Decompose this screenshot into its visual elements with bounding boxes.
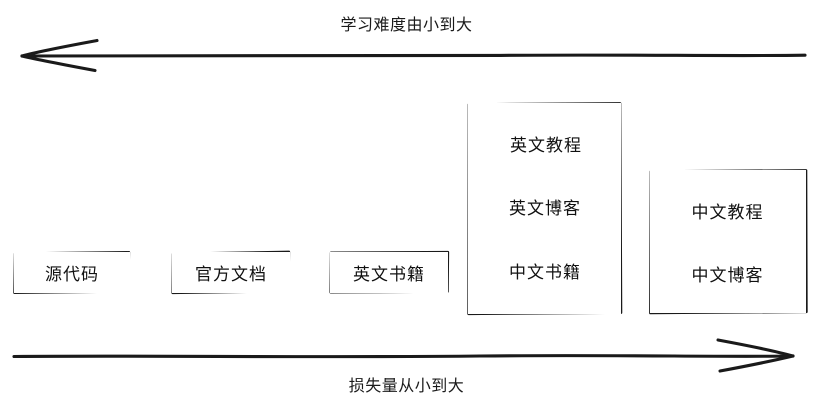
node-label: 英文博客	[509, 199, 581, 219]
node-label: 英文教程	[510, 136, 582, 156]
node-label: 官方文档	[195, 265, 267, 285]
node-label: 中文书籍	[509, 263, 581, 283]
node-english-books[interactable]: 英文书籍	[330, 252, 448, 293]
top-axis-label: 学习难度由小到大	[340, 15, 473, 34]
bottom-axis-arrow	[12, 338, 795, 373]
node-english-blog[interactable]: 英文博客	[490, 187, 600, 226]
node-chinese-books[interactable]: 中文书籍	[490, 251, 600, 290]
top-axis-arrow	[20, 38, 807, 73]
node-chinese-tutorial[interactable]: 中文教程	[672, 190, 783, 230]
group-english-tutorial[interactable]: 英文教程 英文博客 中文书籍	[468, 103, 621, 314]
node-label: 源代码	[45, 265, 99, 285]
node-label: 中文博客	[691, 265, 764, 286]
node-label: 英文书籍	[353, 265, 425, 285]
group-chinese-tutorial[interactable]: 中文教程 中文博客	[650, 170, 806, 313]
node-label: 中文教程	[691, 202, 764, 223]
node-chinese-blog[interactable]: 中文博客	[672, 253, 783, 293]
bottom-axis-label: 损失量从小到大	[348, 376, 465, 395]
node-source-code[interactable]: 源代码	[14, 252, 130, 293]
node-official-docs[interactable]: 官方文档	[172, 252, 290, 293]
node-english-tutorial[interactable]: 英文教程	[492, 124, 600, 163]
